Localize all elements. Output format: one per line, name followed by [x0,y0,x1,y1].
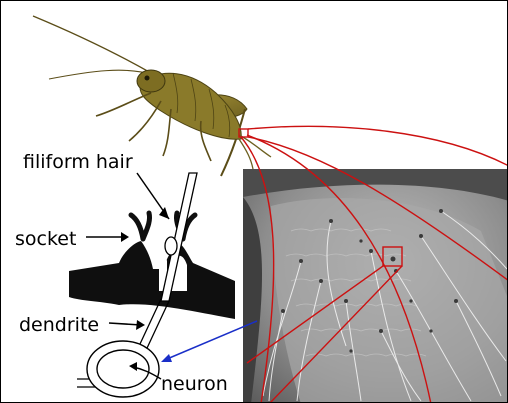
blue-pointer-arrow [161,321,257,362]
dendrite-arrow [109,323,141,325]
filiform-hair-schematic [69,173,235,397]
label-neuron: neuron [161,373,228,395]
label-dendrite: dendrite [19,314,99,336]
label-filiform-hair: filiform hair [23,151,133,173]
label-socket: socket [15,228,76,250]
sem-micrograph [243,169,508,403]
